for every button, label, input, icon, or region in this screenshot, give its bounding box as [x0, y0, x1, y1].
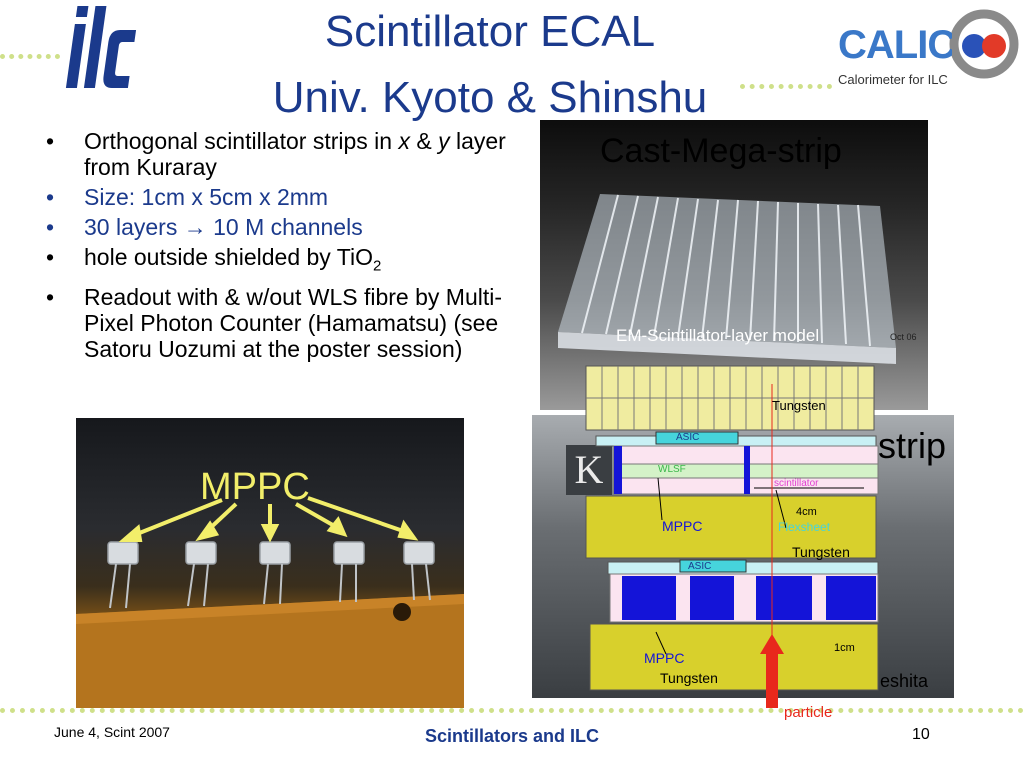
mppc-sensors-graphic [76, 496, 464, 708]
page-number: 10 [912, 726, 930, 743]
em-layer-caption: EM-Scintillator-layer model [616, 326, 820, 345]
ilc-logo: ilc [62, 2, 142, 98]
slide-title-line1: Scintillator ECAL [324, 7, 656, 56]
strip-photo-letter: K [566, 445, 612, 495]
dim-4cm-label: 4cm [796, 506, 817, 518]
header-dots-right [740, 84, 832, 89]
strip-photo-name: eshita [880, 671, 929, 691]
mppc-label: MPPC [200, 466, 310, 508]
calice-logo-text: CALICE [838, 23, 952, 67]
asic1-label: ASIC [676, 432, 700, 443]
particle-label: particle [784, 704, 833, 721]
calice-logo: CALICE Calorimeter for ILC [834, 6, 1020, 92]
calice-tagline: Calorimeter for ILC [838, 72, 948, 87]
tungsten-top-label: Tungsten [772, 398, 826, 413]
slide-title-line2: Univ. Kyoto & Shinshu [272, 73, 708, 122]
dim-1cm-label: 1cm [834, 642, 855, 654]
wlsf-label: WLSF [658, 464, 686, 475]
layer-diagram: Tungsten ASIC WLSF scintillator 4cm MPPC… [580, 364, 890, 721]
tungsten-mid-label: Tungsten [792, 544, 850, 560]
asic2-label: ASIC [688, 561, 712, 572]
mppc-photo: MPPC [76, 418, 464, 708]
arrow-icon: → [183, 214, 207, 240]
bullet-3: 30 layers → 10 M channels [40, 214, 510, 240]
footer-title: Scintillators and ILC [424, 726, 600, 746]
mppc2-label: MPPC [644, 650, 685, 666]
footer-date: June 4, Scint 2007 [54, 724, 170, 740]
tungsten-bottom-label: Tungsten [660, 670, 718, 686]
header-dots-left [0, 54, 60, 59]
footer-dots [0, 708, 1024, 713]
layer-diagram-graphic [585, 365, 879, 708]
scintillator-strips-graphic [558, 194, 896, 364]
bullet-4: hole outside shielded by TiO2 [40, 244, 510, 280]
cast-mega-strip-photo: Cast-Mega-strip EM-Scintillator-layer mo… [540, 120, 928, 410]
bullet-2: Size: 1cm x 5cm x 2mm [40, 184, 510, 210]
strip-photo-label: strip [878, 425, 947, 466]
photo-date: Oct 06 [890, 332, 917, 342]
mppc1-label: MPPC [662, 518, 703, 534]
ilc-logo-text: ilc [62, 2, 63, 3]
cast-mega-strip-label: Cast-Mega-strip [600, 132, 842, 170]
flexsheet-label: Flexsheet [778, 520, 831, 534]
bullet-list: Orthogonal scintillator strips in x & y … [40, 128, 510, 366]
scintillator-label: scintillator [774, 478, 819, 489]
bullet-5: Readout with & w/out WLS fibre by Multi-… [40, 284, 510, 362]
bullet-1: Orthogonal scintillator strips in x & y … [40, 128, 510, 180]
